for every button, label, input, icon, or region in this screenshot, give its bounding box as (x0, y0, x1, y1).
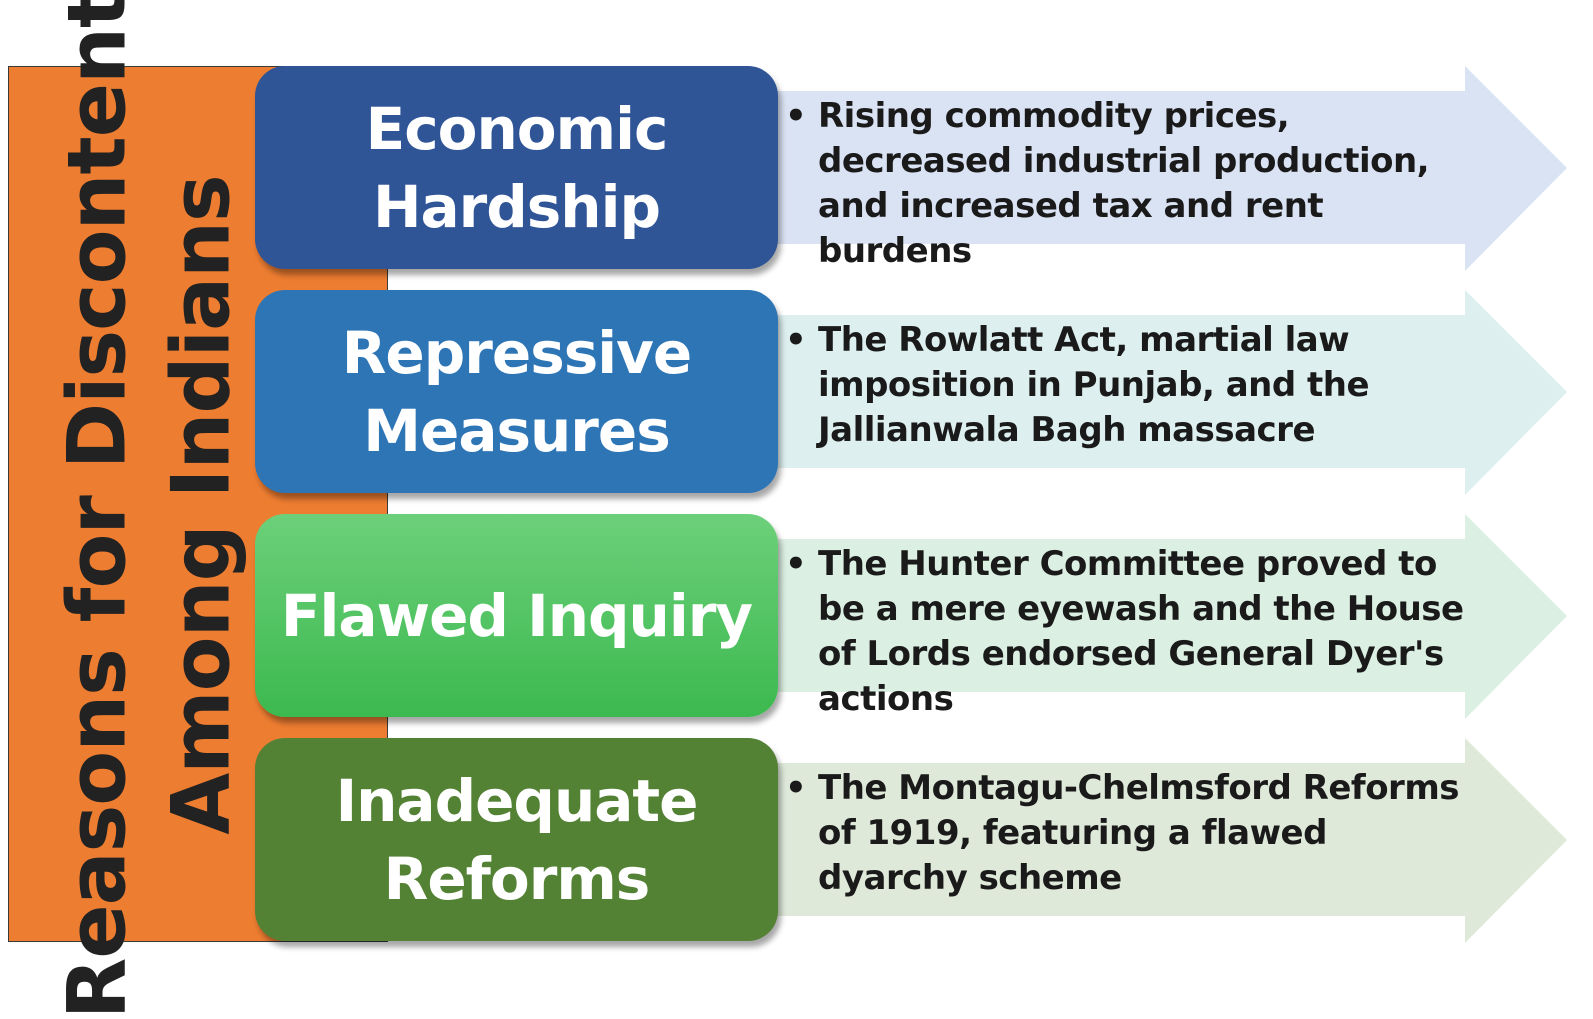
bullet: • (785, 544, 807, 584)
label-line: Measures (363, 396, 670, 465)
row-economic-hardship: Economic Hardship • Rising commodity pri… (0, 66, 1593, 276)
arrow-flawed-inquiry (770, 514, 1567, 719)
row-inadequate-reforms: Inadequate Reforms • The Montagu-Chelmsf… (0, 738, 1593, 948)
label-repressive-measures: Repressive Measures (267, 314, 767, 470)
row-flawed-inquiry: Flawed Inquiry • The Hunter Committee pr… (0, 514, 1593, 724)
detail-inadequate-reforms: • The Montagu-Chelmsford Reforms of 1919… (785, 766, 1475, 901)
box-inadequate-reforms: Inadequate Reforms (255, 738, 778, 941)
detail-text: The Rowlatt Act, martial law imposition … (818, 320, 1370, 450)
label-economic-hardship: Economic Hardship (267, 90, 767, 246)
box-repressive-measures: Repressive Measures (255, 290, 778, 493)
label-line: Flawed Inquiry (280, 581, 753, 650)
bullet: • (785, 320, 807, 360)
box-economic-hardship: Economic Hardship (255, 66, 778, 269)
detail-economic-hardship: • Rising commodity prices, decreased ind… (785, 94, 1475, 274)
label-line: Reforms (383, 844, 651, 913)
detail-flawed-inquiry: • The Hunter Committee proved to be a me… (785, 542, 1475, 722)
label-line: Inadequate (335, 766, 699, 835)
arrow-inadequate-reforms (770, 738, 1567, 943)
label-line: Repressive (341, 318, 693, 387)
bullet: • (785, 768, 807, 808)
bullet: • (785, 96, 807, 136)
row-repressive-measures: Repressive Measures • The Rowlatt Act, m… (0, 290, 1593, 500)
detail-text: The Hunter Committee proved to be a mere… (818, 544, 1464, 719)
box-flawed-inquiry: Flawed Inquiry (255, 514, 778, 717)
label-line: Hardship (372, 172, 661, 241)
label-line: Economic (365, 94, 669, 163)
detail-text: The Montagu-Chelmsford Reforms of 1919, … (818, 768, 1460, 898)
arrow-economic-hardship (770, 66, 1567, 271)
label-flawed-inquiry: Flawed Inquiry (267, 577, 767, 655)
arrow-repressive-measures (770, 290, 1567, 495)
detail-repressive-measures: • The Rowlatt Act, martial law impositio… (785, 318, 1475, 453)
detail-text: Rising commodity prices, decreased indus… (818, 96, 1430, 271)
label-inadequate-reforms: Inadequate Reforms (267, 762, 767, 918)
